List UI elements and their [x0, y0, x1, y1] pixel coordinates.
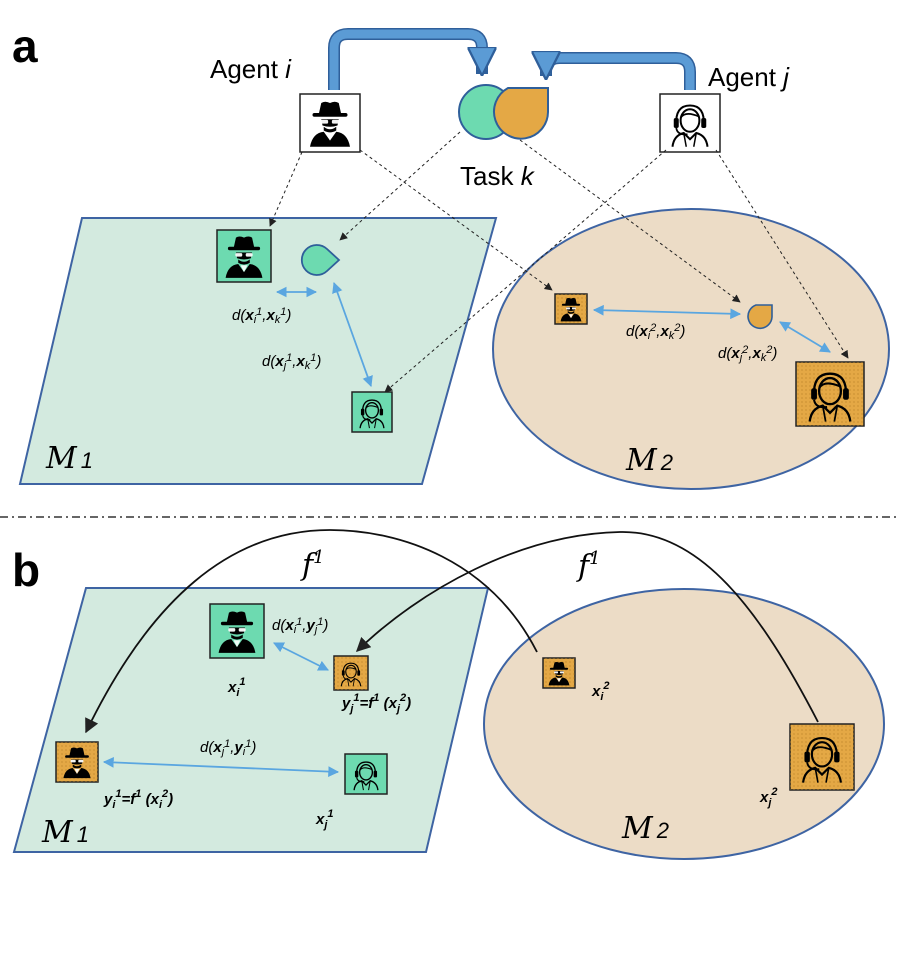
panel-a-letter: a	[12, 20, 38, 72]
distance-jk-m1-label: d(xj1,xk1)	[262, 352, 321, 372]
distance-xi-yj-arrow	[273, 642, 329, 671]
distance-jk-m2-arrow	[779, 321, 831, 353]
b-m2-agent-j-node	[789, 723, 855, 791]
mapping-curve-xi	[85, 529, 538, 734]
distance-jk-m2-label: d(xj2,xk2)	[718, 344, 777, 364]
b-m1-agent-j-node	[344, 753, 388, 795]
distance-xj-yi-arrow	[102, 757, 340, 777]
space-m2-panel-b	[483, 588, 885, 860]
panel-b-letter: b	[12, 544, 40, 596]
distance-xj-yi-label: d(xj1,yi1)	[200, 738, 256, 758]
agent-j-label: Agent j	[708, 62, 790, 92]
distance-ik-m2-arrow	[592, 304, 742, 320]
mapping-label-right: f1	[576, 548, 601, 584]
agent-j-to-task-arrow-outline	[540, 52, 696, 90]
agent-i-box	[299, 93, 361, 153]
m2-agent-j-node	[795, 361, 865, 427]
mapping-curve-xj	[355, 531, 819, 723]
space-m2-panel-a	[492, 208, 890, 490]
b-m1-agent-i-mapped-node	[55, 741, 99, 783]
m1-task-node	[300, 244, 341, 276]
m1-agent-j-node	[351, 391, 393, 433]
b-m1-agent-j-mapped-node	[333, 655, 369, 691]
agent-j-to-task-arrow	[546, 58, 695, 90]
b-m1-agent-i-node	[209, 603, 265, 659]
m2-agent-i-node	[554, 293, 588, 325]
task-blend-icon	[458, 84, 549, 140]
mapping-label-left: f1	[300, 547, 325, 583]
distance-xi-yj-label: d(xi1,yj1)	[272, 616, 328, 636]
task-k-label: Task k	[460, 161, 536, 191]
m2-task-node	[747, 304, 773, 330]
agent-i-to-task-arrow	[329, 29, 482, 90]
m1-agent-i-node	[216, 229, 272, 283]
agent-i-label: Agent i	[210, 54, 292, 84]
agent-i-to-task-arrow-outline	[328, 28, 488, 90]
agent-j-box	[659, 93, 721, 153]
distance-jk-m1-arrow	[332, 281, 373, 388]
b-m2-agent-i-node	[542, 657, 576, 689]
